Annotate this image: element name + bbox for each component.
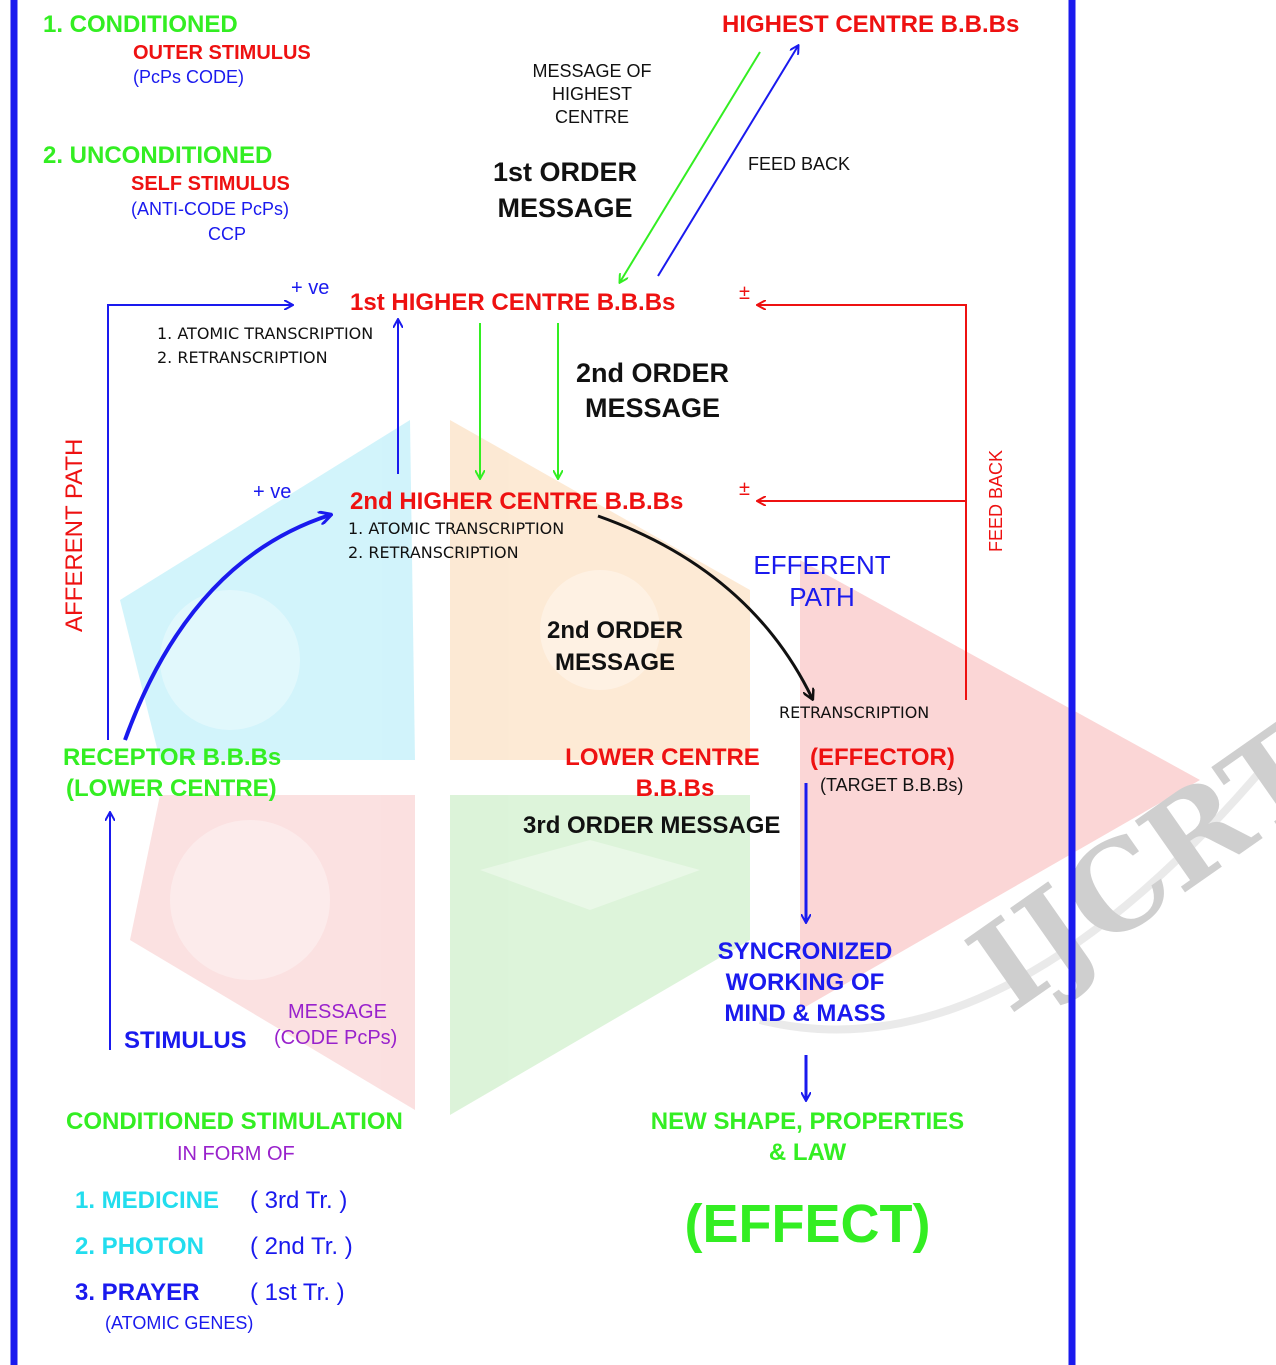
new-shape-line1: NEW SHAPE, PROPERTIES [650,1108,965,1135]
afferent-path-label: AFFERENT PATH [61,438,88,632]
first-higher-centre-title: 1st HIGHER CENTRE B.B.Bs [350,289,676,316]
receptor-line1: RECEPTOR B.B.Bs [63,744,282,771]
lower-centre-line2: B.B.Bs [635,775,715,802]
feed-back-side-label: FEED BACK [986,449,1006,552]
first-order-line1: 1st ORDER [492,157,638,187]
effector-title: (EFFECTOR) [810,744,955,771]
sync-line3: MIND & MASS [724,1000,886,1027]
legend-self-stimulus: SELF STIMULUS [131,173,290,195]
second-higher-centre-title: 2nd HIGHER CENTRE B.B.Bs [350,488,684,515]
second-order-top-line1: 2nd ORDER [575,358,729,388]
legend-conditioned: 1. CONDITIONED [43,11,238,38]
message-of-highest-label: MESSAGE OF HIGHEST CENTRE [532,61,652,127]
arrow-feedback-highest [657,46,798,277]
third-order-message: 3rd ORDER MESSAGE [523,812,781,839]
item-photon-tr: ( 2nd Tr. ) [250,1233,353,1260]
item-photon: 2. PHOTON [75,1233,204,1260]
item-medicine-tr: ( 3rd Tr. ) [250,1187,348,1214]
second-order-top-line2: MESSAGE [584,393,721,423]
item-prayer: 3. PRAYER [75,1279,200,1306]
retranscription-label: RETRANSCRIPTION [779,703,930,722]
first-higher-plus-ve: + ve [291,277,330,299]
lower-centre-line1: LOWER CENTRE [565,744,760,771]
first-higher-plus-minus: ± [739,282,750,304]
arrow-message-highest [620,51,761,282]
second-order-mid-line2: MESSAGE [554,649,676,676]
efferent-path-line2: PATH [789,582,855,612]
arrow-afferent-path [107,305,292,740]
arrow-feedback-red [758,305,967,700]
highest-centre-label: HIGHEST CENTRE B.B.Bs [722,11,1020,38]
first-higher-transcription-2: 2. RETRANSCRIPTION [157,348,328,367]
in-form-of-label: IN FORM OF [177,1143,295,1165]
arrow-efferent-curve [597,514,812,698]
second-higher-transcription-1: 1. ATOMIC TRANSCRIPTION [348,519,565,538]
feed-back-top-label: FEED BACK [748,154,851,174]
efferent-path-line1: EFFERENT [753,550,891,580]
sync-line2: WORKING OF [725,969,885,996]
legend-unconditioned: 2. UNCONDITIONED [43,142,273,169]
legend-anti-code: (ANTI-CODE PcPs) [131,199,290,219]
new-shape-line2: & LAW [768,1139,847,1166]
stimulus-label: STIMULUS [124,1027,247,1054]
arrow-receptor-curve [123,515,330,741]
legend-ccp: CCP [208,224,247,244]
second-order-mid-line1: 2nd ORDER [546,617,683,644]
conditioned-stimulation-title: CONDITIONED STIMULATION [66,1108,403,1135]
item-prayer-tr: ( 1st Tr. ) [250,1279,345,1306]
legend-outer-stimulus: OUTER STIMULUS [133,42,311,64]
effector-target: (TARGET B.B.Bs) [820,775,964,795]
legend-pcps-code: (PcPs CODE) [133,67,245,87]
second-higher-transcription-2: 2. RETRANSCRIPTION [348,543,519,562]
first-order-line2: MESSAGE [497,193,633,223]
item-medicine: 1. MEDICINE [75,1187,220,1214]
stimulus-code: (CODE PcPs) [274,1027,398,1049]
receptor-line2: (LOWER CENTRE) [66,775,277,802]
second-higher-plus-ve: + ve [253,481,292,503]
effect-label: (EFFECT) [684,1194,931,1254]
sync-line1: SYNCRONIZED [717,938,893,965]
atomic-genes-label: (ATOMIC GENES) [105,1313,254,1333]
first-higher-transcription-1: 1. ATOMIC TRANSCRIPTION [157,324,374,343]
stimulus-message: MESSAGE [288,1001,387,1023]
second-higher-plus-minus: ± [739,478,750,500]
